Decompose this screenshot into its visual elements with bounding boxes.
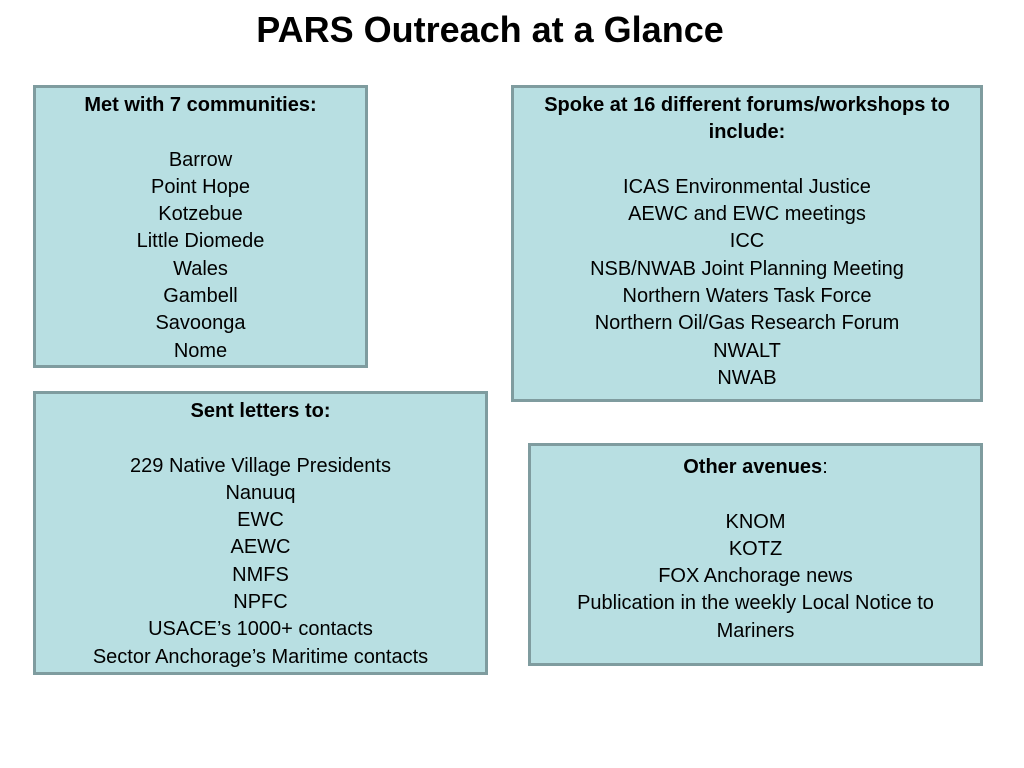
community-item: Point Hope bbox=[151, 175, 250, 198]
community-item: Nome bbox=[173, 339, 228, 362]
avenue-item: KNOM bbox=[725, 510, 786, 533]
avenues-heading: Other avenues bbox=[683, 456, 823, 478]
forum-item: NWALT bbox=[713, 339, 781, 362]
community-item: Gambell bbox=[163, 285, 238, 308]
letter-recipient-item: NPFC bbox=[233, 591, 288, 614]
letter-recipient-item: EWC bbox=[237, 509, 284, 532]
avenues-heading-colon: : bbox=[822, 456, 828, 478]
page-title: PARS Outreach at a Glance bbox=[256, 9, 724, 50]
community-item: Wales bbox=[173, 257, 228, 280]
forum-item: Northern Oil/Gas Research Forum bbox=[594, 312, 900, 335]
spacer bbox=[537, 481, 974, 508]
community-item: Kotzebue bbox=[158, 203, 243, 226]
forum-item: ICC bbox=[729, 230, 765, 253]
community-item: Barrow bbox=[168, 148, 233, 171]
spacer bbox=[42, 425, 479, 452]
avenues-heading-line: Other avenues: bbox=[537, 454, 974, 481]
avenue-item: KOTZ bbox=[728, 537, 783, 560]
spacer bbox=[42, 119, 359, 146]
forum-item: NSB/NWAB Joint Planning Meeting bbox=[590, 257, 904, 280]
forum-item: ICAS Environmental Justice bbox=[623, 175, 871, 198]
avenue-item: Publication in the weekly Local Notice t… bbox=[577, 592, 934, 642]
avenue-item: FOX Anchorage news bbox=[658, 565, 853, 588]
avenues-box: Other avenues: KNOM KOTZ FOX Anchorage n… bbox=[528, 443, 983, 666]
communities-box: Met with 7 communities: Barrow Point Hop… bbox=[33, 85, 368, 368]
communities-heading: Met with 7 communities: bbox=[84, 94, 317, 116]
letter-recipient-item: Sector Anchorage’s Maritime contacts bbox=[92, 645, 429, 668]
spacer bbox=[520, 147, 974, 174]
forum-item: AEWC and EWC meetings bbox=[628, 203, 866, 226]
letter-recipient-item: NMFS bbox=[232, 563, 289, 586]
forums-box: Spoke at 16 different forums/workshops t… bbox=[511, 85, 983, 402]
letters-box: Sent letters to: 229 Native Village Pres… bbox=[33, 391, 488, 675]
forum-item: NWAB bbox=[717, 366, 777, 389]
letter-recipient-item: Nanuuq bbox=[225, 481, 296, 504]
letter-recipient-item: USACE’s 1000+ contacts bbox=[148, 618, 373, 641]
forum-item: Northern Waters Task Force bbox=[622, 285, 872, 308]
community-item: Savoonga bbox=[155, 312, 246, 335]
letters-heading: Sent letters to: bbox=[190, 400, 331, 422]
letter-recipient-item: AEWC bbox=[230, 536, 291, 559]
letter-recipient-item: 229 Native Village Presidents bbox=[130, 454, 391, 477]
community-item: Little Diomede bbox=[136, 230, 265, 253]
forums-heading: Spoke at 16 different forums/workshops t… bbox=[544, 94, 950, 144]
